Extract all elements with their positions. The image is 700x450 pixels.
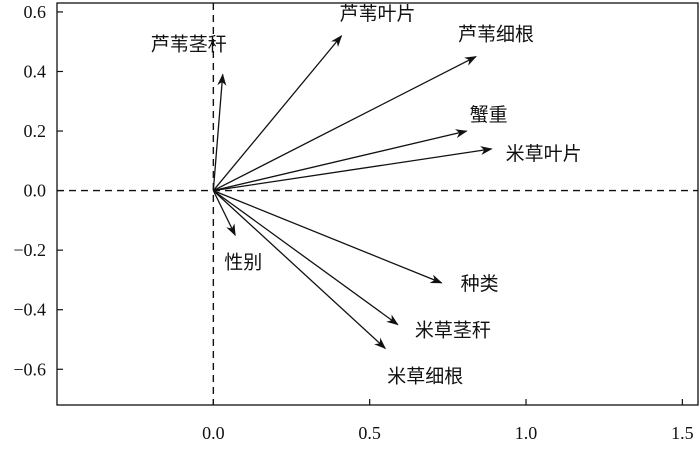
vector-label: 芦苇细根 (458, 24, 534, 46)
y-tick-label: 0.0 (24, 181, 47, 201)
vector-label: 米草叶片 (506, 143, 582, 165)
vector-arrow (213, 189, 443, 284)
vector-arrow (213, 129, 468, 192)
x-tick-label: 0.5 (358, 423, 381, 443)
plot-frame (56, 2, 699, 406)
reference-lines (57, 3, 698, 405)
vector-label: 芦苇叶片 (340, 3, 416, 25)
vector-arrow (212, 190, 399, 326)
vector-arrow (212, 190, 387, 350)
x-tick-label: 0.0 (202, 423, 225, 443)
vector-label: 蟹重 (470, 104, 508, 126)
vector-label: 性别 (224, 251, 262, 273)
y-tick-label: 0.6 (24, 2, 47, 22)
vector-label: 种类 (461, 273, 499, 295)
vector-arrow (212, 34, 343, 192)
vector-arrow (213, 146, 493, 192)
vector-arrow (212, 190, 236, 237)
y-tick-label: −0.2 (13, 240, 46, 260)
vector-arrow (212, 73, 227, 191)
x-axis: 0.0 0.5 1.0 1.5 (202, 399, 694, 443)
vector-arrows (212, 34, 493, 350)
y-tick-label: −0.6 (13, 359, 46, 379)
vector-arrow (213, 56, 477, 192)
vector-label: 芦苇茎秆 (151, 33, 227, 55)
vector-label: 米草茎秆 (415, 320, 491, 342)
y-tick-label: 0.2 (24, 121, 47, 141)
y-tick-label: 0.4 (24, 61, 47, 81)
vector-label: 米草细根 (387, 365, 463, 387)
x-tick-label: 1.0 (515, 423, 538, 443)
x-tick-label: 1.5 (671, 423, 694, 443)
y-tick-label: −0.4 (13, 300, 46, 320)
y-axis: 0.6 0.4 0.2 0.0 −0.2 −0.4 −0.6 (13, 2, 63, 379)
